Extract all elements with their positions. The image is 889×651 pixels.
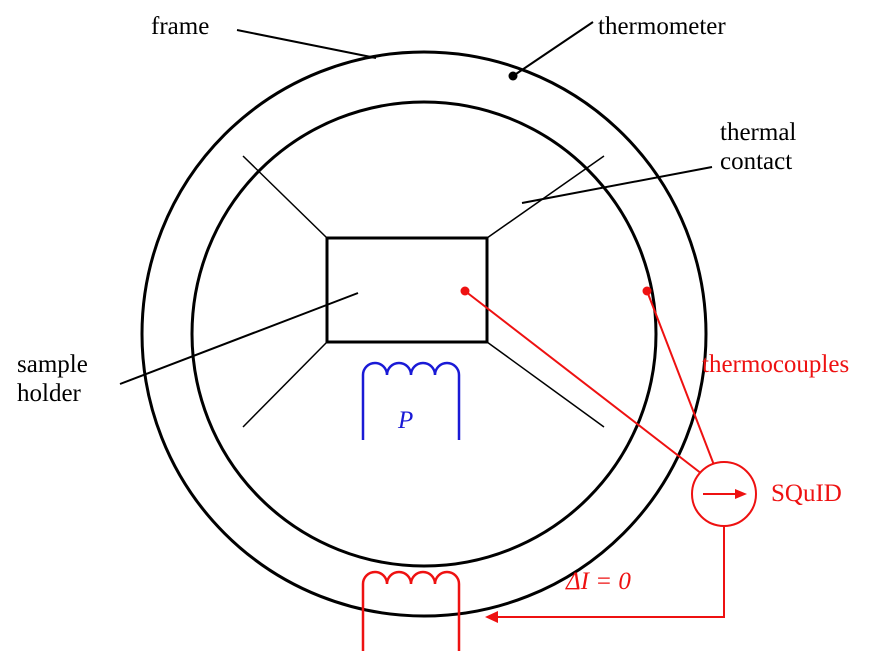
squid-label: SQuID	[771, 480, 842, 507]
thermocouple-wire-frame	[646, 290, 715, 466]
heater-coil	[361, 361, 461, 440]
heater-power-label: P	[398, 407, 414, 434]
sample-holder-label-line2: holder	[17, 380, 81, 407]
thermometer-label: thermometer	[598, 13, 726, 40]
thermal-contact-leader-line	[521, 166, 713, 204]
squid-arrow-head	[735, 489, 747, 499]
sample-holder-box	[325, 236, 489, 344]
support-bottom-left	[242, 341, 328, 428]
frame-leader-line	[236, 29, 377, 59]
feedback-arrow-head	[485, 611, 498, 623]
support-top-left	[242, 155, 328, 239]
thermometer-dot	[508, 71, 518, 81]
thermal-contact-label-line2: contact	[720, 148, 793, 175]
sample-holder-leader-line	[119, 292, 359, 385]
delta-i-label: ΔI = 0	[566, 568, 631, 595]
thermocouples-label: thermocouples	[702, 351, 850, 378]
thermocouple-wire-sample	[464, 290, 703, 475]
frame-inner-circle	[190, 100, 658, 568]
feedback-coil	[361, 570, 461, 651]
support-top-right	[486, 155, 605, 239]
frame-outer-circle	[140, 50, 708, 618]
thermometer-leader-line	[512, 21, 594, 77]
sample-holder-label-line1: sample	[17, 351, 88, 378]
support-bottom-right	[486, 341, 605, 428]
feedback-wire	[495, 526, 725, 618]
thermal-contact-label-line1: thermal	[720, 119, 797, 146]
frame-label: frame	[151, 13, 210, 40]
